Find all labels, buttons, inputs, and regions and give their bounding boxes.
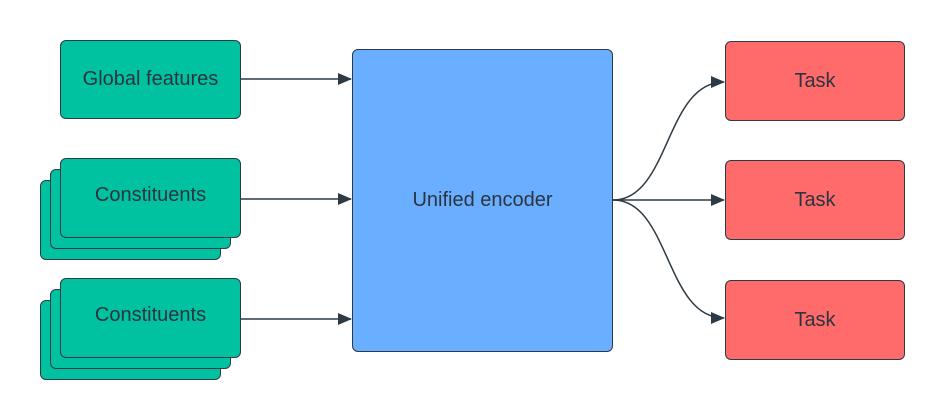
constituents-1-label: Constituents [94,184,207,206]
constituents-2-node: Constituents [60,278,241,358]
arrow-encoder-to-task3 [612,199,725,324]
task-2-label: Task [794,188,836,211]
task-2-node: Task [725,160,905,240]
unified-encoder-node: Unified encoder [352,49,613,352]
global-features-label: Global features [82,68,219,90]
unified-encoder-label: Unified encoder [412,189,553,211]
constituents-2-label: Constituents [94,304,207,326]
constituents-1-node: Constituents [60,158,241,238]
task-3-node: Task [725,280,905,360]
global-features-node: Global features [60,40,241,119]
task-1-node: Task [725,41,905,121]
arrow-encoder-to-task1 [612,76,725,201]
task-1-label: Task [794,69,836,92]
task-3-label: Task [794,308,836,331]
